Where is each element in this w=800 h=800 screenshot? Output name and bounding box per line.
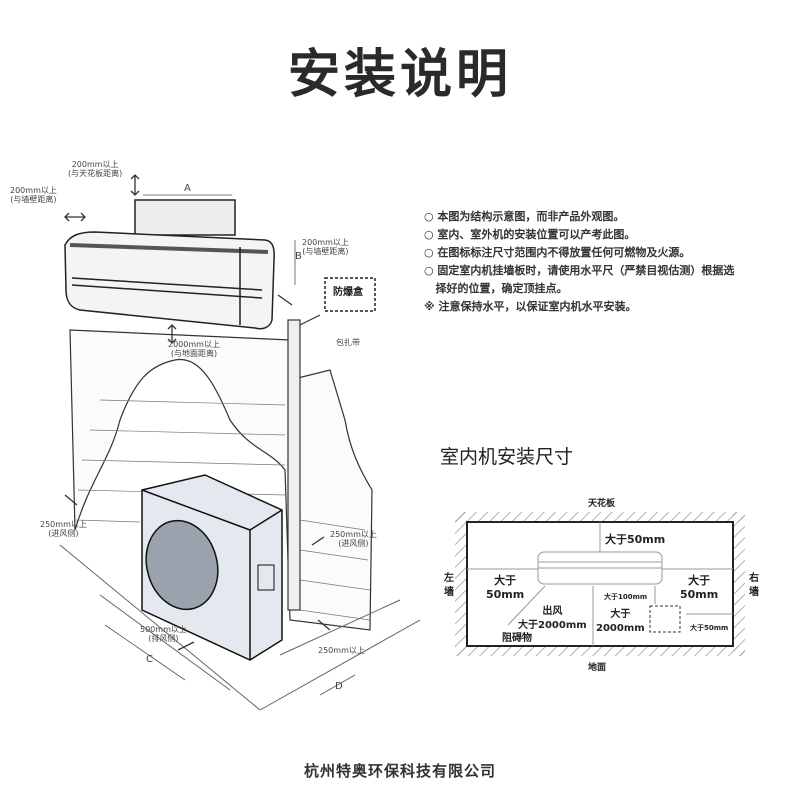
left-wall-label: 左墙	[444, 573, 454, 598]
dim-c: C	[146, 654, 153, 665]
dim-b: B	[295, 251, 302, 262]
box-gap-label: 大于100mm	[604, 593, 648, 601]
outlet-label: 500mm以上	[140, 625, 187, 634]
obstacle-label: 阻碍物	[502, 633, 532, 644]
box-side-gap-label: 大于50mm	[690, 624, 729, 632]
explosion-box-label: 防爆盒	[333, 287, 363, 298]
floor-gap-label: 大于	[610, 609, 631, 620]
note-item: ○ 室内、室外机的安装位置可以产考此图。	[424, 228, 636, 241]
outlet-label: 出风	[542, 606, 563, 617]
ceiling-gap-label: 200mm以上	[71, 160, 119, 169]
note-item: ○ 固定室内机挂墙板时，请使用水平尺（严禁目视估测）根据选	[424, 264, 735, 277]
right-gap-label: 大于	[688, 574, 711, 587]
note-item: ○ 在图标标注尺寸范围内不得放置任何可燃物及火源。	[424, 246, 691, 259]
explosion-box-outline	[649, 605, 681, 633]
page-title: 安装说明	[287, 45, 512, 105]
outlet-note: (排风侧)	[148, 634, 179, 643]
indoor-dims-heading: 室内机安装尺寸	[440, 446, 574, 468]
note-item: ※ 注意保持水平，以保证室内机水平安装。	[424, 300, 637, 313]
dim-a: A	[184, 183, 191, 194]
installation-illustration	[59, 174, 420, 710]
dimension-lines	[104, 194, 356, 696]
left-gap-label: 大于	[494, 574, 517, 587]
floor-gap-note: (与地面距离)	[170, 349, 218, 358]
installation-notes: ○ 本图为结构示意图，而非产品外观图。 ○ 室内、室外机的安装位置可以产考此图。…	[424, 208, 734, 316]
outlet-gap-label: 大于2000mm	[518, 620, 587, 631]
side-gap-label: 250mm以上	[318, 646, 365, 655]
inlet-right-label: 250mm以上	[330, 530, 377, 539]
outdoor-unit	[141, 474, 283, 661]
inlet-right-note: (进风侧)	[338, 539, 369, 548]
wall-gap-left-note: (与墙壁距离)	[10, 195, 57, 204]
right-gap-value: 50mm	[680, 588, 719, 601]
dimension-arrows	[467, 522, 733, 646]
right-wall-label: 右墙	[749, 573, 759, 598]
ceiling-label: 天花板	[588, 499, 616, 509]
pipe	[287, 314, 321, 611]
wrap-tape-label: 包扎带	[336, 338, 360, 347]
floor-outline	[59, 544, 420, 710]
company-name: 杭州特奥环保科技有限公司	[303, 762, 496, 780]
note-item: 择好的位置，确定顶挂点。	[424, 282, 568, 295]
floor-label: 地面	[588, 663, 607, 673]
wall-gap-right-note: (与墙壁距离)	[302, 247, 349, 256]
note-item: ○ 本图为结构示意图，而非产品外观图。	[424, 210, 625, 223]
arrow-icons	[64, 174, 331, 651]
ceiling-gap-note: (与天花板距离)	[68, 169, 123, 178]
wall-gap-right-label: 200mm以上	[302, 238, 349, 247]
inlet-left-label: 250mm以上	[40, 520, 87, 529]
floor-gap-value: 2000mm	[596, 623, 645, 634]
floor-gap-label: 2000mm以上	[168, 340, 220, 349]
left-gap-value: 50mm	[486, 588, 525, 601]
inlet-left-note: (进风侧)	[48, 529, 79, 538]
dim-d: D	[335, 681, 343, 692]
wall-gap-left-label: 200mm以上	[10, 186, 57, 195]
explosion-box	[324, 277, 376, 312]
indoor-dims-diagram	[455, 512, 745, 656]
indoor-unit	[64, 199, 275, 330]
top-gap-label: 大于50mm	[605, 533, 666, 546]
